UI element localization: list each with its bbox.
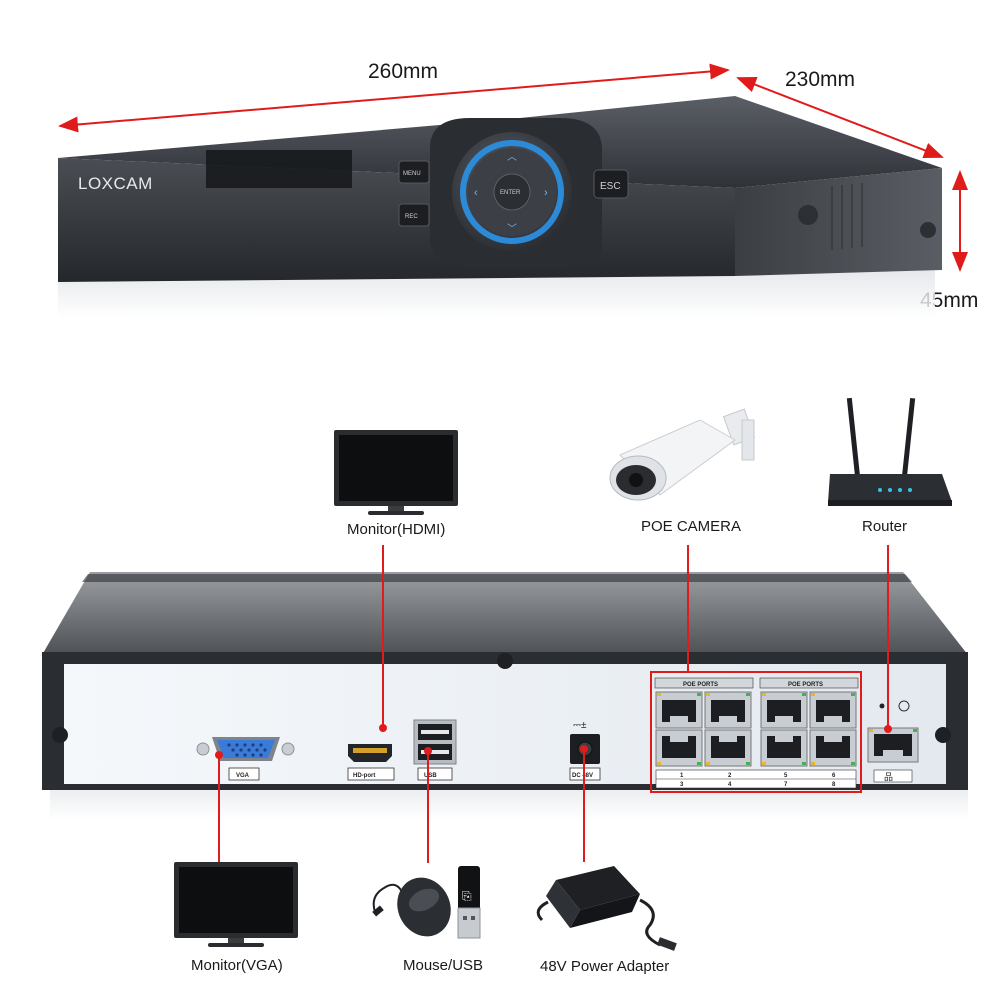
device-side-face [735,168,942,276]
hdmi-port[interactable]: HD-port [347,744,395,781]
width-dimension-line [58,63,730,133]
poe-group-1-label: POE PORTS [683,682,718,688]
mouse-usb-illustration: ⎘ [372,866,481,939]
nvr-rear-view: VGA HD-port USB ⎓± DC 48V [42,572,968,820]
enter-button-label: ENTER [500,190,521,196]
port-number-3: 3 [680,782,684,788]
dc-polarity-icon: ⎓± [573,720,587,731]
monitor-hdmi-illustration [334,430,458,515]
poe-ports-block: POE PORTS POE PORTS 1 2 5 6 3 4 7 8 [650,671,862,793]
width-dimension-label: 260mm [368,60,438,83]
power-adapter-caption: 48V Power Adapter [540,958,669,975]
network-icon: 品 [884,772,893,782]
poe-port[interactable] [704,729,752,767]
poe-port[interactable] [760,691,808,729]
poe-port[interactable] [809,729,857,767]
menu-button-label: MENU [403,171,421,177]
router-caption: Router [862,518,907,535]
poe-port[interactable] [655,729,703,767]
port-number-6: 6 [832,773,836,779]
nav-down-icon[interactable]: ﹀ [507,223,517,235]
poe-port[interactable] [760,729,808,767]
rec-button[interactable] [398,203,430,227]
esc-button[interactable] [593,169,629,199]
port-number-1: 1 [680,773,684,779]
rec-button-label: REC [405,214,418,220]
port-number-2: 2 [728,773,732,779]
rear-top-surface [42,572,968,655]
depth-dimension-label: 230mm [785,68,855,91]
usb-port-label: USB [424,773,437,779]
port-number-5: 5 [784,773,788,779]
poe-camera-illustration [609,408,756,501]
connector-lines [215,545,892,866]
monitor-vga-caption: Monitor(VGA) [191,957,283,974]
port-number-7: 7 [784,782,788,788]
poe-port[interactable] [655,691,703,729]
menu-button[interactable] [398,160,430,184]
usb-ports[interactable]: USB [413,719,457,781]
nav-up-icon[interactable]: ︿ [507,152,517,163]
port-number-4: 4 [728,782,732,788]
monitor-hdmi-caption: Monitor(HDMI) [347,521,445,538]
monitor-vga-illustration [174,862,298,947]
brand-logo: LOXCAM [78,174,153,193]
esc-button-label: ESC [600,181,621,192]
power-port-label: DC 48V [572,773,593,779]
lan-port[interactable]: 品 [867,700,919,783]
vga-port[interactable]: VGA [196,737,295,781]
poe-port[interactable] [704,691,752,729]
power-adapter-illustration [536,866,677,951]
depth-dimension-line [736,77,944,158]
poe-group-2-label: POE PORTS [788,682,823,688]
poe-camera-caption: POE CAMERA [641,518,741,535]
poe-port[interactable] [809,691,857,729]
hdmi-port-label: HD-port [353,773,375,779]
nav-right-icon[interactable]: › [544,187,548,199]
nvr-front-view: LOXCAM MENU REC ESC ENTER ︿ ﹀ ‹ › [58,96,942,318]
mouse-usb-caption: Mouse/USB [403,957,483,974]
vga-port-label: VGA [236,773,250,779]
led-indicator [879,703,885,709]
usb-symbol-icon: ⎘ [462,889,472,903]
ground-icon [898,700,910,712]
dimension-annotations: 260mm 230mm 45mm [58,60,978,312]
enter-button[interactable] [493,173,531,211]
router-illustration [828,397,952,506]
nav-left-icon[interactable]: ‹ [474,187,478,199]
port-number-8: 8 [832,782,836,788]
